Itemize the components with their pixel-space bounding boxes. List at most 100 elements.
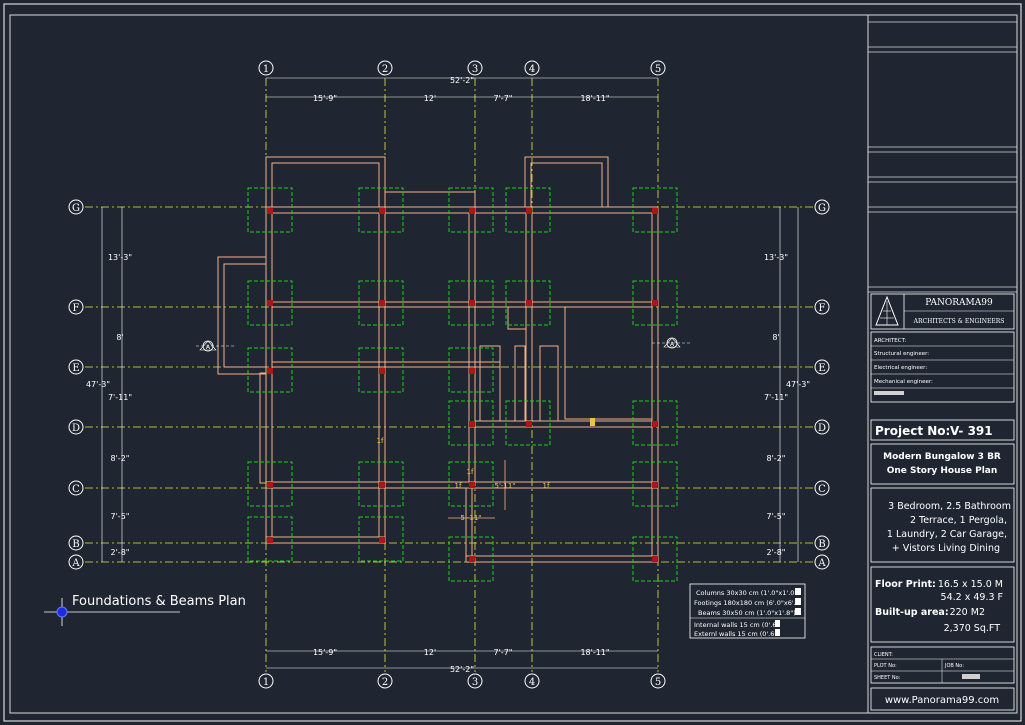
floor-print-m: 16.5 x 15.0 M [938, 579, 1003, 590]
column-marker [590, 418, 595, 426]
dim-right-1: 13'-3" [764, 253, 788, 262]
ucs-icon [56, 606, 68, 618]
grid-bubble-bottom-5: 5 [650, 673, 666, 689]
grid-bubble-top-4: 4 [524, 60, 540, 76]
svg-text:1f: 1f [543, 482, 550, 490]
dim-right-5: 7'-5" [767, 512, 786, 521]
dim-overall-top: 52'-2" [450, 76, 474, 85]
plot-label: PLOT No: [874, 663, 897, 669]
job-label: JOB No: [944, 663, 964, 669]
svg-text:2: 2 [382, 677, 388, 688]
svg-text:A: A [71, 558, 80, 569]
dim-overall-right: 47'-3" [786, 380, 810, 389]
project-no-label: Project No: [875, 424, 950, 438]
svg-text:3: 3 [472, 677, 478, 688]
svg-text:1f: 1f [455, 482, 462, 490]
dim-bottom-3: 7'-7" [494, 648, 513, 657]
project-title-2: One Story House Plan [887, 466, 998, 476]
legend-columns: Columns 30x30 cm (1'.0"x1'.0 [696, 589, 794, 597]
svg-text:1: 1 [263, 64, 269, 75]
svg-text:A: A [817, 558, 826, 569]
grid-bubble-top-2: 2 [377, 60, 393, 76]
dim-top-4: 18'-11" [580, 94, 609, 103]
grid-bubble-bottom-2: 2 [377, 673, 393, 689]
website-link[interactable]: www.Panorama99.com [885, 695, 999, 706]
svg-text:G: G [818, 203, 826, 214]
svg-text:5: 5 [655, 677, 661, 688]
grid-bubble-right-b: B [814, 535, 830, 551]
dimension-texts: 52'-2" 15'-9" 12' 7'-7" 18'-11" 15'-9" 1… [86, 76, 810, 674]
dim-top-3: 7'-7" [494, 94, 513, 103]
grid-bubble-top-3: 3 [467, 60, 483, 76]
inner-frame [9, 14, 1018, 714]
grid-bubble-top-5: 5 [650, 60, 666, 76]
dim-right-6: 2'-8" [767, 548, 786, 557]
grid-bubble-right-d: D [814, 419, 830, 435]
dim-left-3: 7'-11" [108, 393, 132, 402]
dim-right-3: 7'-11" [764, 393, 788, 402]
feature-2: 2 Terrace, 1 Pergola, [910, 515, 1007, 526]
section-marker-left: A [196, 340, 236, 352]
grid-bubble-top-1: 1 [258, 60, 274, 76]
dim-bottom-2: 12' [424, 648, 436, 657]
svg-text:F: F [73, 303, 80, 314]
floor-print-label: Floor Print: [875, 579, 936, 590]
svg-text:D: D [818, 423, 826, 434]
svg-text:B: B [72, 539, 79, 550]
grid-bubbles: 1 2 3 4 5 1 2 3 4 5 G F E D C B A G F E … [68, 60, 830, 689]
project-title-1: Modern Bungalow 3 BR [883, 452, 1001, 462]
stamp-bar [874, 391, 904, 395]
svg-text:A: A [670, 341, 675, 348]
floor-print-f: 54.2 x 49.3 F [941, 592, 1003, 603]
grid-bubble-bottom-3: 3 [467, 673, 483, 689]
title-block-dividers [868, 21, 1017, 293]
grid-bubble-right-c: C [814, 480, 830, 496]
electrical-label: Electrical engineer: [874, 365, 927, 371]
svg-text:1f: 1f [467, 468, 474, 476]
svg-text:2: 2 [382, 64, 388, 75]
dim-top-1: 15'-9" [313, 94, 337, 103]
grid-bubble-right-f: F [814, 299, 830, 315]
dimension-lines [101, 77, 799, 669]
grid-bubble-right-a: A [814, 554, 830, 570]
client-label: CLIENT: [874, 652, 893, 658]
dim-top-2: 12' [424, 94, 436, 103]
dim-right-4: 8'-2" [767, 454, 786, 463]
grid-bubble-right-g: G [814, 199, 830, 215]
dim-left-1: 13'-3" [108, 253, 132, 262]
grid-bubble-left-b: B [68, 535, 84, 551]
inner-dim-vertical: 5'-11" [494, 482, 515, 490]
grid-bubble-left-c: C [68, 480, 84, 496]
svg-text:5: 5 [655, 64, 661, 75]
firm-logo-icon [875, 295, 899, 326]
svg-text:E: E [72, 363, 79, 374]
svg-text:E: E [818, 363, 825, 374]
architect-label: ARCHITECT: [874, 338, 906, 344]
grid-lines [85, 78, 815, 672]
grid-bubble-bottom-1: 1 [258, 673, 274, 689]
structural-label: Structural engineer: [874, 351, 929, 357]
grid-bubble-left-d: D [68, 419, 84, 435]
svg-text:3: 3 [472, 64, 478, 75]
beam-walls [217, 156, 659, 563]
legend-internal-walls: Internal walls 15 cm (0'.6 [694, 621, 776, 629]
footings [247, 187, 678, 582]
built-up-ft: 2,370 Sq.FT [944, 623, 1001, 634]
grid-bubble-bottom-4: 4 [524, 673, 540, 689]
feature-4: + Vistors Living Dining [892, 543, 1000, 554]
legend: Columns 30x30 cm (1'.0"x1'.0 Footings 18… [689, 583, 806, 639]
grid-bubble-left-a: A [68, 554, 84, 570]
firm-name: PANORAMA99 [925, 298, 993, 308]
grid-bubble-left-f: F [68, 299, 84, 315]
svg-text:D: D [72, 423, 80, 434]
dim-overall-bottom: 52'-2" [450, 665, 474, 674]
dim-left-6: 2'-8" [111, 548, 130, 557]
svg-text:1f: 1f [377, 437, 384, 445]
dim-left-5: 7'-5" [111, 512, 130, 521]
dim-right-2: 8' [772, 333, 779, 342]
built-up-label: Built-up area: [875, 607, 949, 618]
svg-text:B: B [818, 539, 825, 550]
plan-title-block: Foundations & Beams Plan [44, 594, 246, 626]
outer-frame [3, 3, 1022, 722]
